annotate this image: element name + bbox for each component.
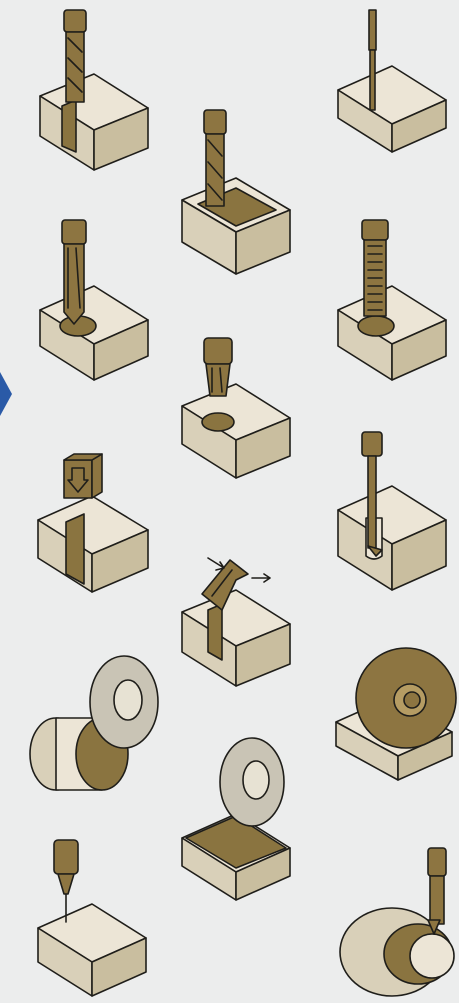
tool-shank [64, 10, 86, 32]
surface-grinding-wheel-icon [220, 738, 284, 826]
engraving [28, 836, 158, 1001]
nav-arrow-icon[interactable] [0, 372, 14, 416]
drill-shank [62, 220, 86, 244]
face-milling-pocket [172, 104, 302, 284]
engraver-neck [58, 874, 74, 894]
end-milling-slot [28, 4, 158, 174]
turned-end [410, 934, 454, 978]
wheel-hub [243, 761, 269, 799]
spiral-end-mill-icon [64, 10, 86, 102]
boring-bar-head [362, 432, 382, 456]
cylindrical-grinding [24, 650, 164, 800]
broached-slot [66, 514, 84, 584]
engraving-tool-icon [54, 840, 78, 922]
broach-icon [64, 454, 102, 498]
broaching [28, 446, 158, 596]
countersink-shank [204, 338, 232, 364]
workpiece-block [40, 74, 148, 170]
cutting-insert [172, 540, 302, 700]
machined-slot [62, 100, 76, 152]
surface-grinding [172, 734, 302, 904]
reamer-icon [362, 220, 388, 316]
reamer-shank [362, 220, 388, 240]
drill-body [370, 50, 375, 110]
drilling [28, 214, 158, 384]
end-mill-pocket-icon [204, 110, 226, 206]
turning-tool-icon [428, 848, 446, 934]
engraver-shank [54, 840, 78, 874]
drill-icon [62, 220, 86, 324]
nav-arrow-shape [0, 372, 12, 416]
grinding-wheel-icon [90, 656, 158, 748]
reamed-hole [358, 316, 394, 336]
circular-saw-icon [356, 648, 456, 748]
boring [328, 428, 456, 598]
saw-arbor [404, 692, 420, 708]
countersunk-hole [202, 413, 234, 431]
feed-arrow-left [208, 558, 224, 570]
drill-shank [369, 10, 376, 50]
countersink-head [206, 364, 230, 396]
wheel-hub [114, 680, 142, 720]
tool-shank [204, 110, 226, 134]
feed-arrow-right [252, 574, 270, 582]
reaming [328, 214, 456, 384]
cut-groove [208, 604, 222, 660]
micro-drilling [328, 6, 456, 156]
tool-holder-head [428, 848, 446, 876]
micro-drill-icon [369, 10, 376, 110]
circular-sawing [330, 636, 458, 786]
drill-body [64, 244, 84, 324]
countersinking [172, 334, 302, 484]
tool-holder-shank [430, 876, 444, 924]
broach-tool-side [92, 454, 102, 498]
boring-bar-shaft [368, 456, 376, 548]
turning [336, 846, 458, 1003]
countersink-icon [204, 338, 232, 396]
